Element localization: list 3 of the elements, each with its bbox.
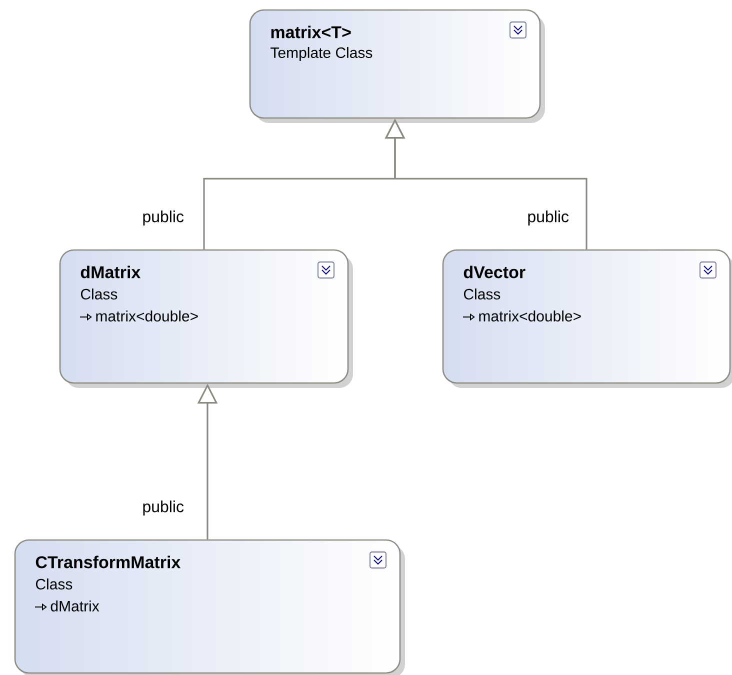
edge-label: public	[140, 498, 186, 518]
edge-label: public	[525, 208, 571, 228]
edge-label: public	[140, 208, 186, 228]
